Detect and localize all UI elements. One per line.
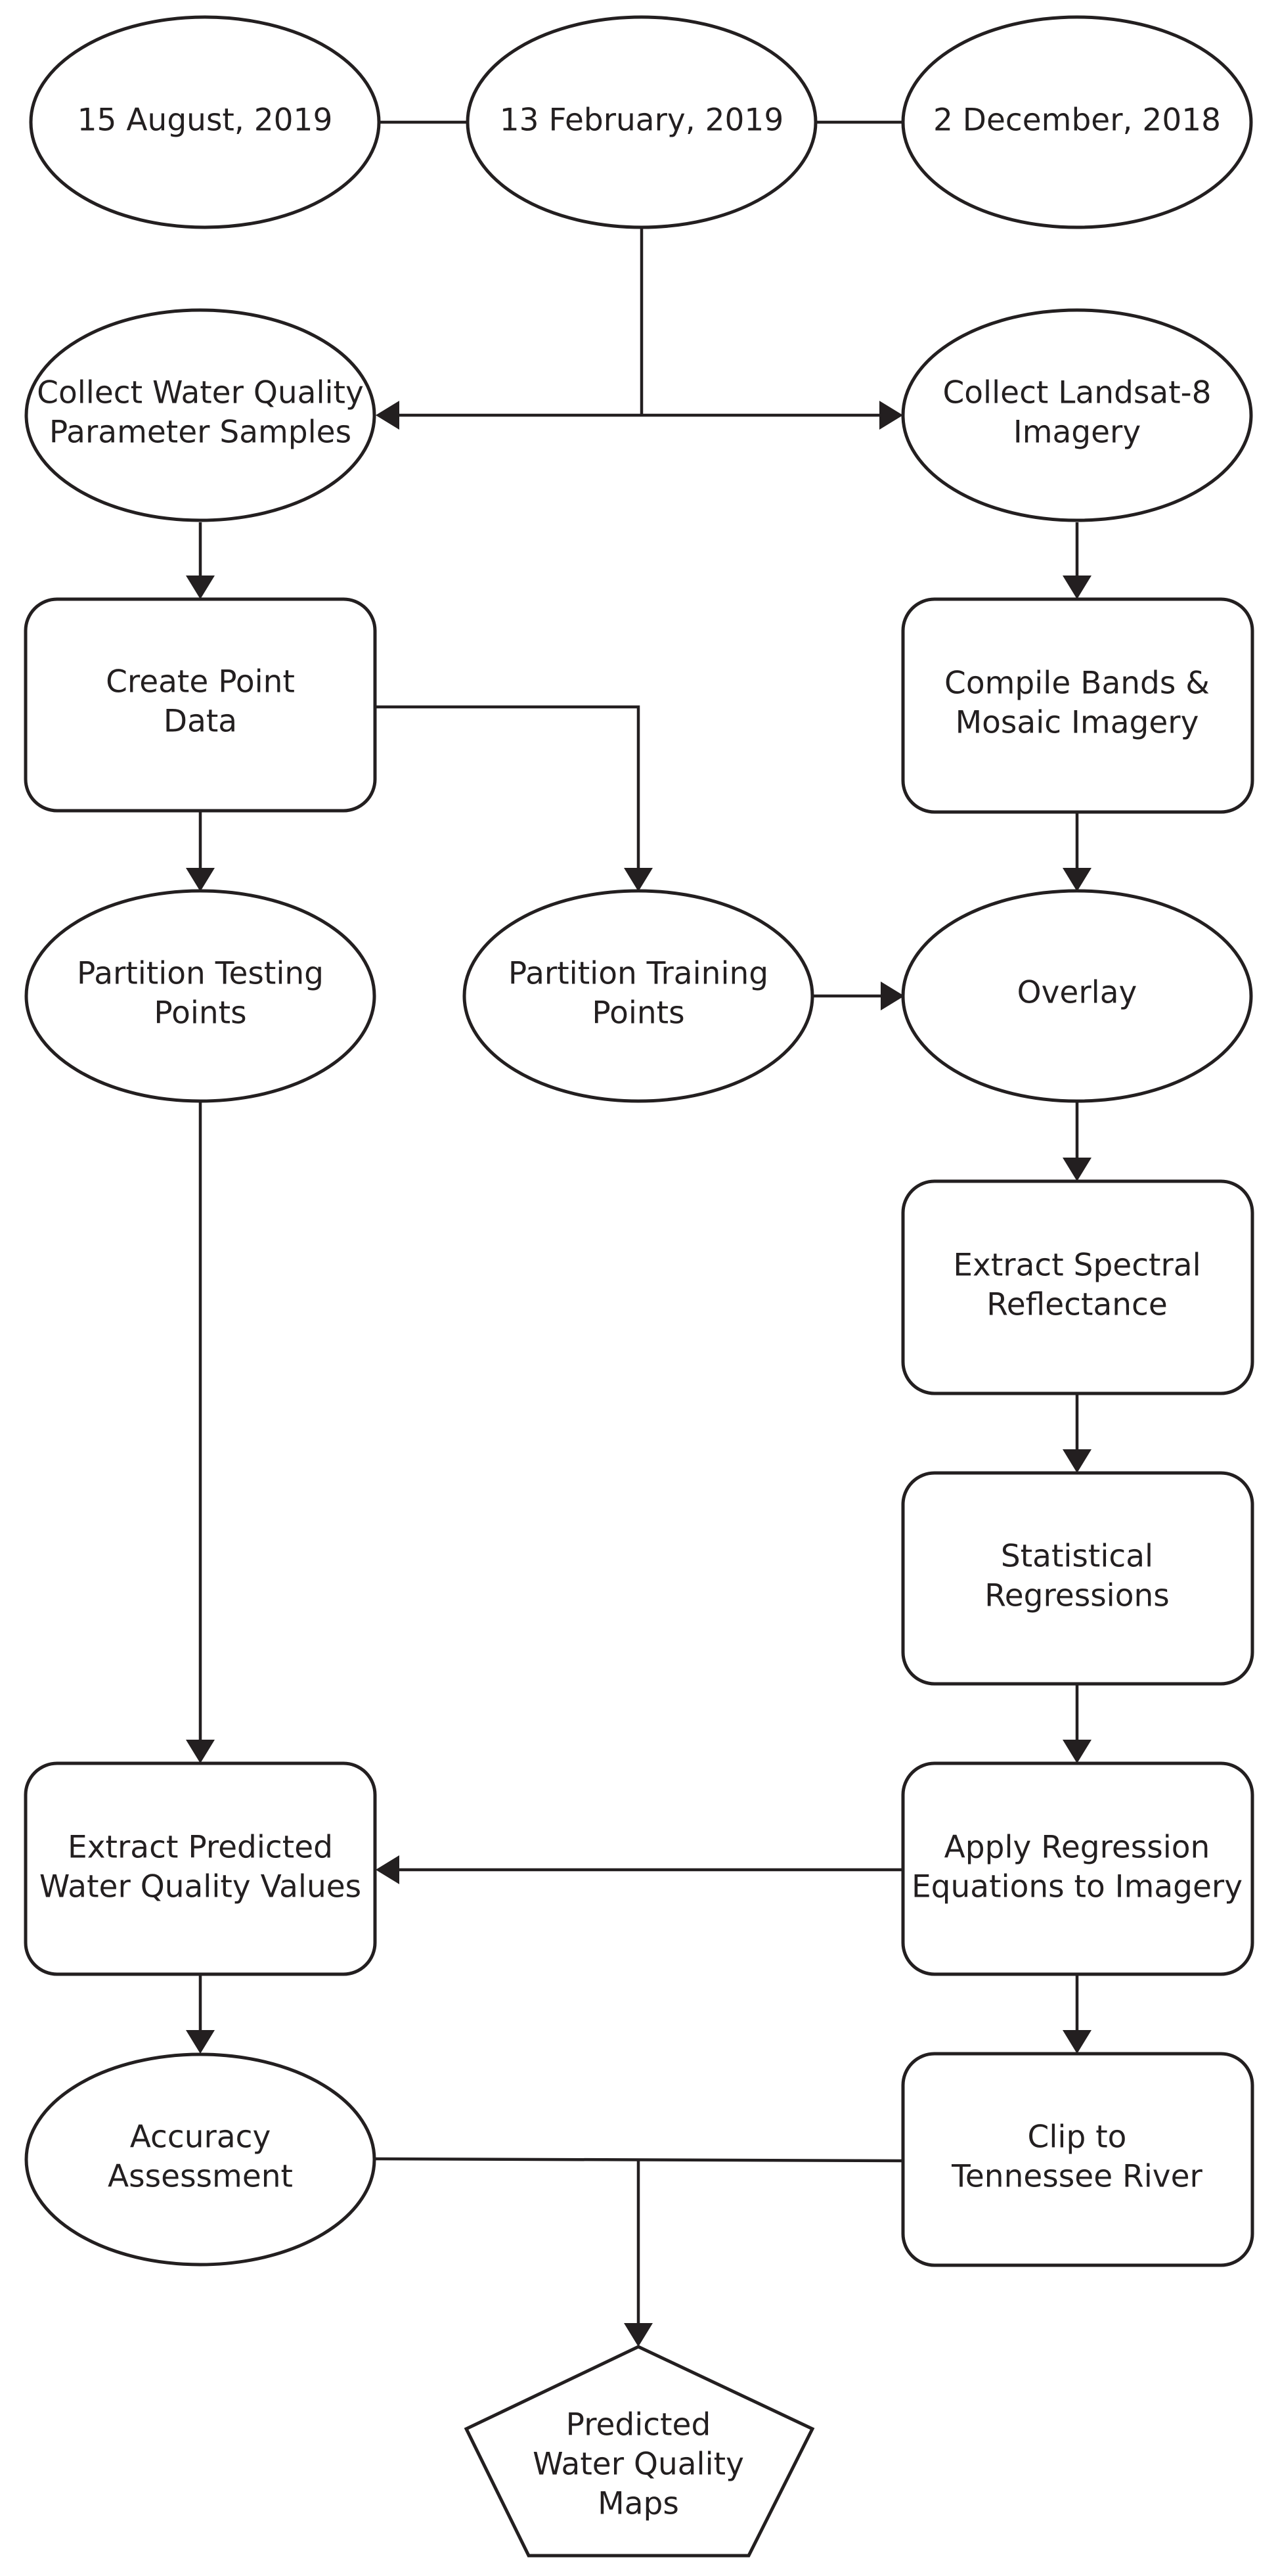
node-extract-predicted: Extract Predicted Water Quality Values bbox=[24, 1761, 377, 1976]
node-label-line-1: Extract Spectral bbox=[953, 1248, 1201, 1284]
node-label-line-2: Tennessee River bbox=[951, 2159, 1202, 2195]
node-label-line-2: Points bbox=[592, 995, 684, 1031]
connector-extract-to-accuracy bbox=[186, 1976, 215, 2054]
node-label: 13 February, 2019 bbox=[500, 102, 784, 139]
node-label-line-1: Clip to bbox=[1028, 2119, 1127, 2156]
node-label-line-2: Regressions bbox=[984, 1578, 1170, 1614]
connector-feb-to-collection bbox=[376, 228, 903, 430]
node-label: 15 August, 2019 bbox=[77, 102, 333, 139]
connector-landsat-to-compile bbox=[1063, 522, 1091, 599]
node-label-line-1: Collect Water Quality bbox=[37, 375, 364, 411]
node-label-line-2: Parameter Samples bbox=[49, 415, 351, 451]
connector-spectral-to-regressions bbox=[1063, 1395, 1091, 1473]
node-collect-landsat: Collect Landsat-8 Imagery bbox=[901, 308, 1253, 522]
node-date-aug: 15 August, 2019 bbox=[29, 15, 381, 229]
node-partition-training: Partition Training Points bbox=[462, 889, 814, 1103]
node-collect-samples: Collect Water Quality Parameter Samples bbox=[24, 308, 376, 522]
node-label-line-1: Accuracy bbox=[130, 2119, 271, 2156]
node-label: Overlay bbox=[1017, 975, 1137, 1011]
node-label-line-1: Statistical bbox=[1001, 1539, 1153, 1575]
node-extract-spectral: Extract Spectral Reflectance bbox=[901, 1179, 1254, 1395]
node-label-line-2: Equations to Imagery bbox=[912, 1869, 1243, 1905]
node-label-line-1: Partition Testing bbox=[77, 956, 324, 992]
node-label-line-2: Data bbox=[164, 704, 237, 740]
node-label-line-1: Predicted bbox=[566, 2407, 711, 2443]
node-label-line-2: Assessment bbox=[108, 2159, 293, 2195]
node-label-line-1: Create Point bbox=[106, 664, 295, 700]
node-compile-bands: Compile Bands & Mosaic Imagery bbox=[901, 597, 1254, 814]
connectors bbox=[186, 120, 1091, 2347]
node-create-point: Create Point Data bbox=[24, 597, 377, 813]
connector-samples-to-point bbox=[186, 522, 215, 599]
node-date-feb: 13 February, 2019 bbox=[466, 15, 818, 229]
node-clip-river: Clip to Tennessee River bbox=[901, 2052, 1254, 2267]
connector-compile-to-overlay bbox=[1063, 813, 1091, 892]
node-label-line-2: Water Quality Values bbox=[39, 1869, 361, 1905]
node-statistical-regressions: Statistical Regressions bbox=[901, 1471, 1254, 1686]
connector-apply-to-extract bbox=[376, 1855, 903, 1884]
node-accuracy-assessment: Accuracy Assessment bbox=[24, 2052, 376, 2267]
connector-regressions-to-apply bbox=[1063, 1685, 1091, 1763]
connector-apply-to-clip bbox=[1063, 1976, 1091, 2054]
node-label-line-1: Compile Bands & bbox=[944, 666, 1210, 702]
connector-testing-to-extract bbox=[186, 1102, 215, 1763]
node-label-line-2: Imagery bbox=[1013, 415, 1141, 451]
node-predicted-maps: Predicted Water Quality Maps bbox=[464, 2345, 815, 2558]
connector-point-to-testing bbox=[186, 812, 215, 892]
node-label-line-1: Partition Training bbox=[508, 956, 768, 992]
node-label-line-1: Collect Landsat-8 bbox=[942, 375, 1211, 411]
node-label-line-3: Maps bbox=[598, 2486, 679, 2522]
node-label-line-1: Extract Predicted bbox=[68, 1830, 333, 1866]
node-label-line-2: Points bbox=[154, 995, 246, 1031]
node-label-line-2: Mosaic Imagery bbox=[956, 705, 1199, 741]
node-label: 2 December, 2018 bbox=[933, 102, 1221, 139]
connector-point-to-training bbox=[375, 705, 653, 892]
node-label-line-2: Reflectance bbox=[986, 1287, 1168, 1323]
connector-training-to-overlay bbox=[813, 982, 904, 1010]
node-date-dec: 2 December, 2018 bbox=[901, 15, 1253, 229]
connector-accuracy-clip-to-maps bbox=[374, 2157, 904, 2347]
node-overlay: Overlay bbox=[901, 889, 1253, 1103]
node-label-line-2: Water Quality bbox=[533, 2447, 744, 2483]
node-label-line-1: Apply Regression bbox=[944, 1830, 1210, 1866]
connector-overlay-to-spectral bbox=[1063, 1102, 1091, 1181]
node-apply-regression: Apply Regression Equations to Imagery bbox=[901, 1761, 1254, 1976]
node-partition-testing: Partition Testing Points bbox=[24, 889, 376, 1103]
